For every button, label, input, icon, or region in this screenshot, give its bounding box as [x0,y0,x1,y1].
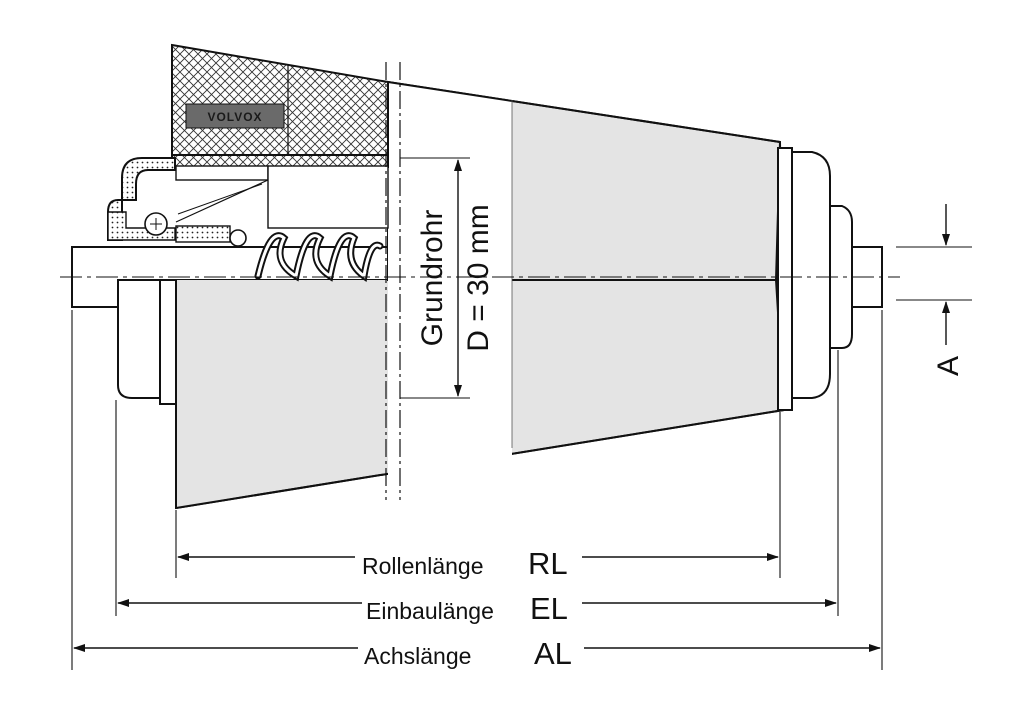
installation-length-label: Einbaulänge [366,598,494,624]
dimension-axle-length: Achslänge AL [73,636,881,671]
axle-length-label: Achslänge [364,643,471,669]
tube-diameter-dimension: Grundrohr D = 30 mm [400,157,495,399]
brand-label: VOLVOX [207,110,262,124]
tube-label: Grundrohr [416,210,449,347]
offset-dimension: A [896,204,972,376]
offset-label: A [932,356,965,376]
tube-diameter-label: D = 30 mm [462,204,495,352]
axle-length-abbr: AL [534,636,572,671]
dimension-installation-length: Einbaulänge EL [117,591,837,626]
installation-length-abbr: EL [530,591,568,626]
hatched-sleeve: VOLVOX [171,43,389,168]
conical-roller-body [175,80,786,510]
seal-cap [107,157,389,247]
coil-spring [254,232,384,283]
break-lines [385,62,401,500]
right-end-cap [777,147,853,411]
dimension-roller-length: Rollenlänge RL [177,546,779,581]
roller-length-label: Rollenlänge [362,553,483,579]
extension-lines [71,310,883,670]
roller-length-abbr: RL [528,546,568,581]
brand-plate [185,103,285,129]
left-bearing-housing [117,279,179,405]
